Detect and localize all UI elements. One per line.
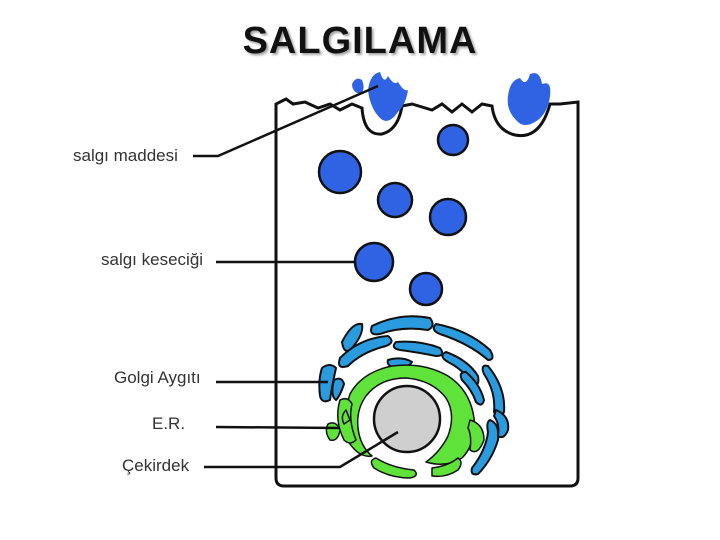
vesicle	[317, 149, 363, 195]
leader-er	[215, 425, 341, 430]
secretory-vesicles	[317, 123, 470, 307]
secretion-material-left	[352, 72, 408, 121]
label-nucleus: Çekirdek	[122, 456, 190, 475]
label-vesicle: salgı keseciği	[101, 250, 204, 269]
cell-membrane	[274, 97, 580, 488]
secretion-material-right	[507, 73, 551, 125]
vesicle	[428, 197, 468, 237]
vesicle	[353, 241, 395, 283]
leader-lines	[193, 84, 399, 469]
page-title: SALGILAMA	[242, 20, 478, 62]
vesicle	[436, 123, 470, 157]
vesicle	[408, 271, 444, 307]
vesicle	[376, 181, 414, 219]
golgi-apparatus	[318, 315, 510, 476]
leader-nucleus	[204, 430, 399, 469]
label-secretion: salgı maddesi	[73, 146, 178, 165]
nucleus	[372, 384, 442, 454]
leader-secretion	[193, 84, 379, 158]
endoplasmic-reticulum	[325, 364, 485, 479]
label-er: E.R.	[152, 414, 186, 433]
label-golgi: Golgi Aygıtı	[114, 368, 201, 387]
